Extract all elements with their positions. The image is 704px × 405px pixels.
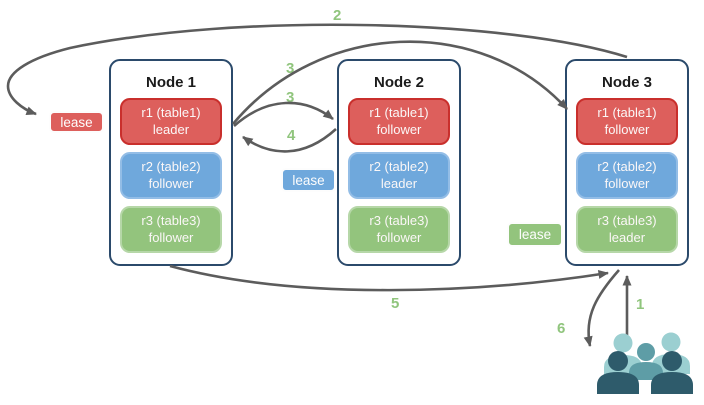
replica-role-label: leader	[608, 229, 646, 245]
node-2-title: Node 2	[373, 74, 424, 91]
node-2-replica-r3: r3 (table3) follower	[348, 206, 450, 253]
node-3-card: Node 3 r1 (table1) follower r2 (table2) …	[565, 59, 689, 266]
replica-role-label: follower	[376, 229, 422, 245]
replica-range-label: r2 (table2)	[597, 158, 657, 174]
lease-badge-blue: lease	[281, 168, 336, 192]
step-label-6: 6	[557, 320, 566, 337]
replica-role-label: follower	[148, 229, 194, 245]
node-2-card: Node 2 r1 (table1) follower r2 (table2) …	[337, 59, 461, 266]
node-1-title: Node 1	[145, 74, 196, 91]
replica-role-label: leader	[152, 121, 190, 137]
replica-range-label: r2 (table2)	[369, 158, 429, 174]
replica-range-label: r1 (table1)	[141, 104, 201, 120]
step-label-3b: 3	[286, 89, 295, 106]
step-label-5: 5	[391, 295, 400, 312]
node-1-replica-r2: r2 (table2) follower	[120, 152, 222, 199]
node-3-replica-r1: r1 (table1) follower	[576, 98, 678, 145]
node-1-card: Node 1 r1 (table1) leader r2 (table2) fo…	[109, 59, 233, 266]
replica-range-label: r1 (table1)	[369, 104, 429, 120]
replica-range-label: r3 (table3)	[597, 212, 657, 228]
node-3-replica-r2: r2 (table2) follower	[576, 152, 678, 199]
replica-role-label: follower	[148, 175, 194, 191]
replica-range-label: r3 (table3)	[141, 212, 201, 228]
replica-role-label: follower	[604, 121, 650, 137]
arrow-step-2-node3-to-lease1	[6, 23, 628, 116]
replica-role-label: leader	[380, 175, 418, 191]
step-label-3a: 3	[286, 60, 295, 77]
replica-range-label: r1 (table1)	[597, 104, 657, 120]
node-1-replica-r3: r3 (table3) follower	[120, 206, 222, 253]
arrow-step-3-node1-to-node2	[233, 101, 334, 127]
node-2-replica-r2: r2 (table2) leader	[348, 152, 450, 199]
users-icon	[597, 332, 693, 394]
step-label-1: 1	[636, 296, 645, 313]
replica-role-label: follower	[604, 175, 650, 191]
lease-badge-red: lease	[49, 111, 104, 133]
arrow-step-5-node1-to-node3	[169, 264, 609, 292]
replica-range-label: r3 (table3)	[369, 212, 429, 228]
node-1-replica-r1: r1 (table1) leader	[120, 98, 222, 145]
node-3-replica-r3: r3 (table3) leader	[576, 206, 678, 253]
replica-role-label: follower	[376, 121, 422, 137]
node-2-replica-r1: r1 (table1) follower	[348, 98, 450, 145]
lease-badge-green: lease	[507, 222, 563, 247]
node-3-title: Node 3	[601, 74, 652, 91]
arrow-step-6-node3-to-users	[583, 269, 620, 347]
step-label-4: 4	[287, 127, 296, 144]
replica-range-label: r2 (table2)	[141, 158, 201, 174]
step-label-2: 2	[333, 7, 342, 24]
